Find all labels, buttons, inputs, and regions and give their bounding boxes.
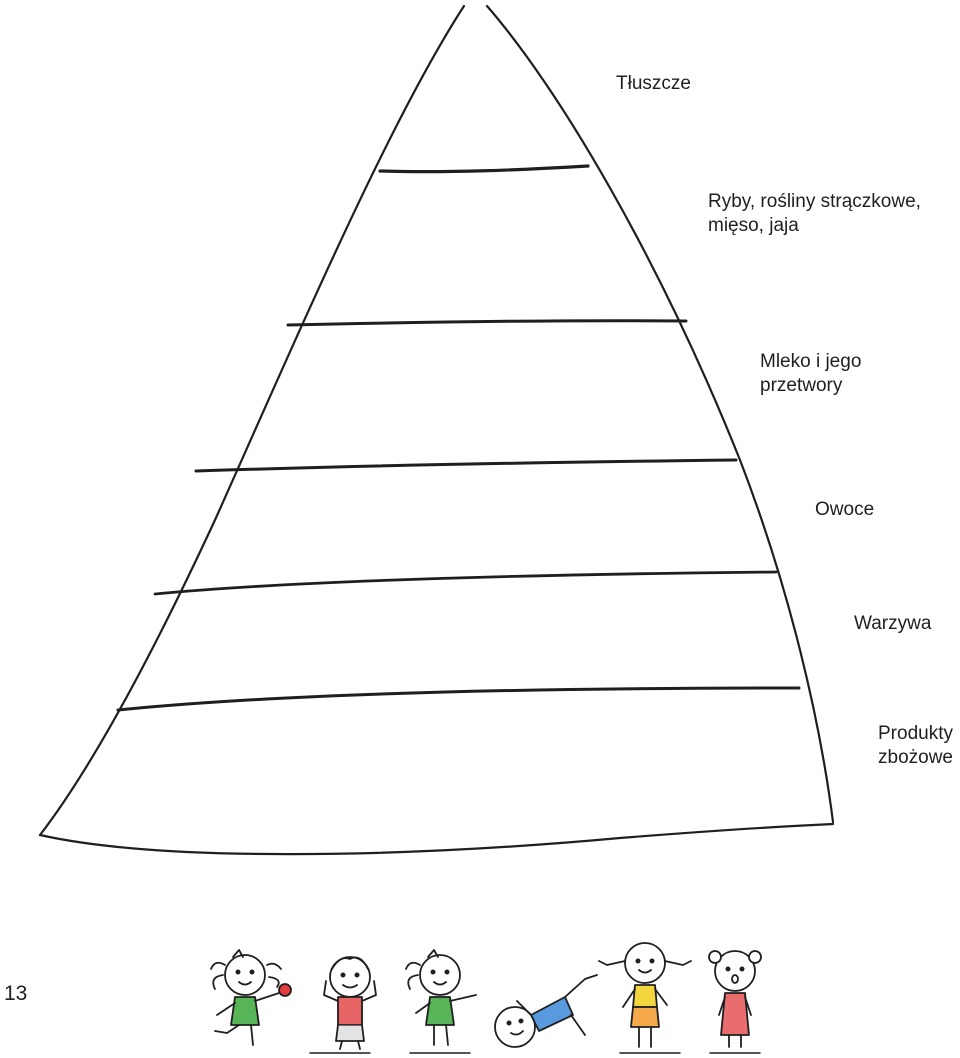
level-text: Tłuszcze bbox=[616, 73, 691, 94]
level-text: Produkty bbox=[878, 723, 953, 744]
shelf-line-3 bbox=[194, 458, 738, 473]
level-text: Owoce bbox=[815, 499, 875, 520]
level-text: zbożowe bbox=[878, 747, 953, 768]
level-label-protein: Ryby, rośliny strączkowe, mięso, jaja bbox=[708, 190, 921, 238]
pyramid-left-edge bbox=[38, 4, 466, 837]
shelf-line-4 bbox=[153, 570, 778, 596]
shelf-line-5 bbox=[116, 686, 801, 712]
level-text: Ryby, rośliny strączkowe, bbox=[708, 191, 921, 212]
food-pyramid bbox=[38, 4, 835, 856]
level-label-grains: Produkty zbożowe bbox=[878, 722, 953, 770]
kid-girl-waving bbox=[405, 949, 477, 1046]
level-text: mięso, jaja bbox=[708, 215, 799, 236]
level-label-fruit: Owoce bbox=[815, 498, 874, 522]
level-label-vegetables: Warzywa bbox=[854, 612, 931, 636]
level-label-dairy: Mleko i jego przetwory bbox=[760, 350, 861, 398]
page-number: 13 bbox=[4, 982, 28, 1005]
shelf-line-1 bbox=[378, 164, 590, 174]
level-text: Mleko i jego bbox=[760, 351, 862, 372]
shelf-line-2 bbox=[286, 319, 688, 327]
kid-boy-flexing bbox=[323, 956, 377, 1050]
level-text: przetwory bbox=[760, 375, 843, 396]
kid-boy-cartwheel bbox=[494, 974, 598, 1048]
pyramid-right-edge bbox=[485, 4, 835, 824]
kid-girl-apple bbox=[210, 949, 292, 1046]
pyramid-base bbox=[38, 822, 835, 856]
kid-girl-pigtails bbox=[598, 942, 692, 1048]
children-illustration bbox=[210, 942, 762, 1054]
level-text: Warzywa bbox=[854, 613, 932, 634]
level-label-fats: Tłuszcze bbox=[616, 72, 691, 96]
kid-girl-buns bbox=[708, 950, 762, 1048]
